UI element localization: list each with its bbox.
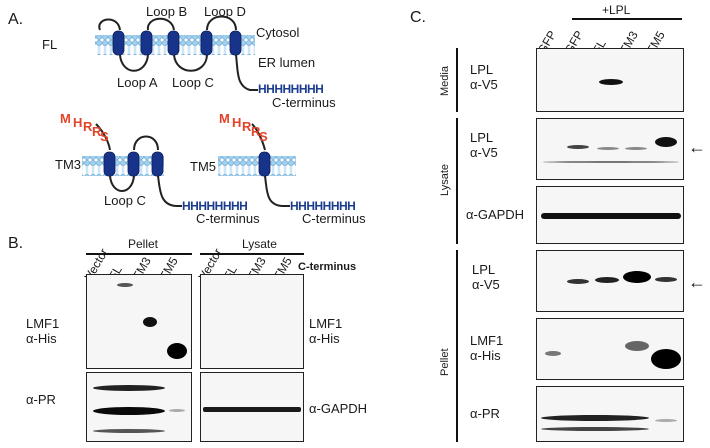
blot-b-pellet-his: [86, 274, 192, 369]
blot-b-lysate-gapdh: [200, 372, 304, 442]
band: [567, 279, 589, 284]
media-bracket: [456, 48, 458, 112]
er-lumen-label: ER lumen: [258, 56, 315, 69]
tm5-marker-h: H: [232, 116, 241, 129]
lysate-header: Lysate: [242, 238, 277, 250]
tm3-c-terminus: C-terminus: [196, 212, 260, 225]
band: [625, 147, 647, 150]
c-row-label-pellet-v5: LPL α-V5: [472, 262, 500, 292]
tm5-marker-m: M: [219, 112, 230, 125]
band: [625, 341, 649, 351]
loop-a-label: Loop A: [117, 76, 158, 89]
panel-c-label: C.: [410, 10, 426, 26]
c-row-label-gapdh: α-GAPDH: [466, 207, 524, 222]
loop-d-label: Loop D: [204, 5, 246, 18]
band: [117, 283, 133, 287]
media-side-label: Media: [440, 66, 451, 96]
fl-c-terminus: C-terminus: [272, 96, 336, 109]
tm5-c-terminus: C-terminus: [302, 212, 366, 225]
loop-c-label: Loop C: [172, 76, 214, 89]
tm3-label: TM3: [55, 158, 81, 171]
cytosol-label: Cytosol: [256, 26, 299, 39]
band: [545, 351, 561, 356]
band: [595, 277, 619, 283]
lpl-group-header: +LPL: [602, 4, 630, 16]
lysate-bracket: [456, 118, 458, 244]
fl-tm-segment: [141, 31, 152, 55]
band: [93, 385, 165, 391]
band: [541, 415, 649, 421]
band: [93, 429, 165, 433]
c-row-label-his: LMF1 α-His: [470, 333, 503, 363]
tm3-marker-s: S: [100, 130, 109, 143]
band: [623, 271, 651, 283]
blot-c-pellet-pr: [536, 386, 684, 442]
band: [651, 349, 681, 369]
tm5-tm-segment: [259, 152, 270, 176]
lysate-side-label: Lysate: [440, 164, 451, 196]
tm3-tm-segment: [152, 152, 163, 176]
blot-c-pellet-v5: [536, 250, 684, 312]
band: [169, 409, 185, 412]
blot-c-lysate-v5: [536, 118, 684, 180]
band: [93, 407, 165, 415]
tm5-membrane: [218, 156, 296, 176]
loop-b-label: Loop B: [146, 5, 187, 18]
band: [597, 147, 619, 150]
c-row-label-pr: α-PR: [470, 406, 500, 421]
band: [541, 213, 681, 219]
fl-tm-segment: [201, 31, 212, 55]
tm5-marker-s: S: [259, 130, 268, 143]
b-right-label-his: LMF1 α-His: [309, 316, 342, 346]
fl-tm-segment: [113, 31, 124, 55]
blot-c-pellet-his: [536, 318, 684, 380]
tm3-loop-c: Loop C: [104, 194, 146, 207]
tm3-marker-h: H: [73, 116, 82, 129]
b-right-label-gapdh: α-GAPDH: [309, 401, 367, 416]
band: [543, 161, 679, 163]
pellet-bracket: [456, 250, 458, 442]
band: [567, 145, 589, 149]
fl-tm-segment: [230, 31, 241, 55]
c-row-label-lysate-v5: LPL α-V5: [470, 130, 498, 160]
band: [655, 277, 677, 282]
tm3-marker-r: R: [83, 120, 92, 133]
extra-header: C-terminus: [298, 262, 356, 273]
tm5-marker-r: R: [242, 120, 251, 133]
blot-c-media-v5: [536, 48, 684, 112]
band: [599, 79, 623, 85]
b-left-label-pr: α-PR: [26, 392, 56, 407]
band: [143, 317, 157, 327]
b-left-label-his: LMF1 α-His: [26, 316, 59, 346]
tm3-marker-m: M: [60, 112, 71, 125]
tm5-label: TM5: [190, 160, 216, 173]
blot-b-lysate-his: [200, 274, 304, 369]
blot-c-lysate-gapdh: [536, 186, 684, 244]
band: [655, 419, 677, 422]
lpl-header-line: [572, 18, 682, 20]
band: [541, 427, 649, 431]
c-row-label-media-v5: LPL α-V5: [470, 62, 498, 92]
blot-b-pellet-pr: [86, 372, 192, 442]
band: [167, 343, 187, 359]
fl-his-tag: HHHHHHHH: [258, 83, 323, 95]
pellet-side-label: Pellet: [440, 348, 451, 376]
tm3-tm-segment: [104, 152, 115, 176]
pellet-header: Pellet: [128, 238, 158, 250]
lysate-arrow-icon: ←: [688, 138, 706, 156]
band: [203, 407, 301, 412]
tm3-tm-segment: [128, 152, 139, 176]
band: [655, 137, 677, 147]
pellet-arrow-icon: ←: [688, 273, 706, 291]
panel-b-label: B.: [8, 236, 23, 252]
fl-tm-segment: [168, 31, 179, 55]
